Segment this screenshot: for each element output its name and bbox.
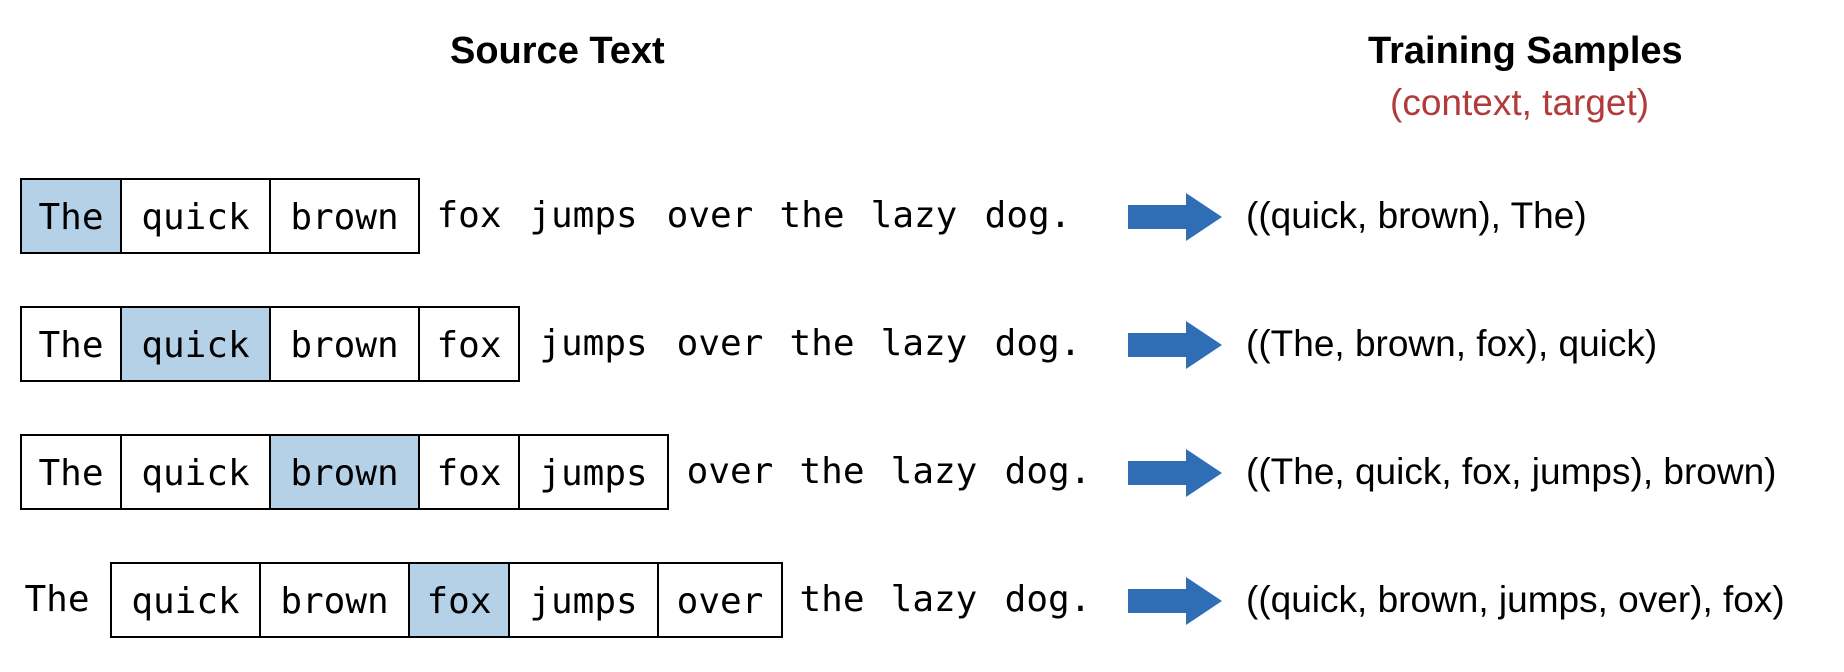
training-sample: ((The, quick, fox, jumps), brown) — [1246, 451, 1777, 492]
context-token-jumps: jumps — [508, 562, 659, 638]
plain-token-lazy: lazy — [880, 323, 968, 364]
plain-token-the: the — [789, 323, 855, 364]
context-token-The: The — [20, 434, 122, 510]
training-sample: ((quick, brown), The) — [1246, 195, 1587, 236]
plain-token-the: the — [799, 579, 865, 620]
plain-token-the: the — [799, 451, 865, 492]
context-token-brown: brown — [269, 306, 420, 382]
plain-token-dog: dog. — [1004, 451, 1092, 492]
plain-token-over: over — [666, 195, 754, 236]
right-arrow-icon — [1128, 449, 1222, 497]
plain-token-dog: dog. — [1004, 579, 1092, 620]
target-token-The: The — [20, 178, 122, 254]
context-token-fox: fox — [418, 306, 520, 382]
training-samples-subtitle: (context, target) — [1390, 82, 1650, 123]
plain-token-over: over — [686, 451, 774, 492]
plain-token-lazy: lazy — [890, 451, 978, 492]
context-token-quick: quick — [120, 178, 271, 254]
target-token-quick: quick — [120, 306, 271, 382]
training-sample: ((quick, brown, jumps, over), fox) — [1246, 579, 1785, 620]
training-samples-header: Training Samples — [1368, 30, 1683, 72]
context-token-jumps: jumps — [518, 434, 669, 510]
plain-token-jumps: jumps — [539, 323, 648, 364]
context-token-quick: quick — [120, 434, 271, 510]
plain-token-over: over — [676, 323, 764, 364]
context-token-brown: brown — [269, 178, 420, 254]
context-token-quick: quick — [110, 562, 261, 638]
plain-token-the: the — [779, 195, 845, 236]
training-sample: ((The, brown, fox), quick) — [1246, 323, 1658, 364]
context-token-brown: brown — [259, 562, 410, 638]
plain-token-lazy: lazy — [870, 195, 958, 236]
right-arrow-icon — [1128, 577, 1222, 625]
context-token-over: over — [657, 562, 783, 638]
context-token-fox: fox — [418, 434, 520, 510]
plain-token-jumps: jumps — [529, 195, 638, 236]
target-token-fox: fox — [408, 562, 510, 638]
context-token-The: The — [20, 306, 122, 382]
right-arrow-icon — [1128, 321, 1222, 369]
plain-token-The: The — [24, 579, 90, 620]
right-arrow-icon — [1128, 193, 1222, 241]
plain-token-dog: dog. — [984, 195, 1072, 236]
plain-token-lazy: lazy — [890, 579, 978, 620]
plain-token-dog: dog. — [994, 323, 1082, 364]
plain-token-fox: fox — [436, 195, 502, 236]
source-text-header: Source Text — [450, 30, 665, 72]
target-token-brown: brown — [269, 434, 420, 510]
